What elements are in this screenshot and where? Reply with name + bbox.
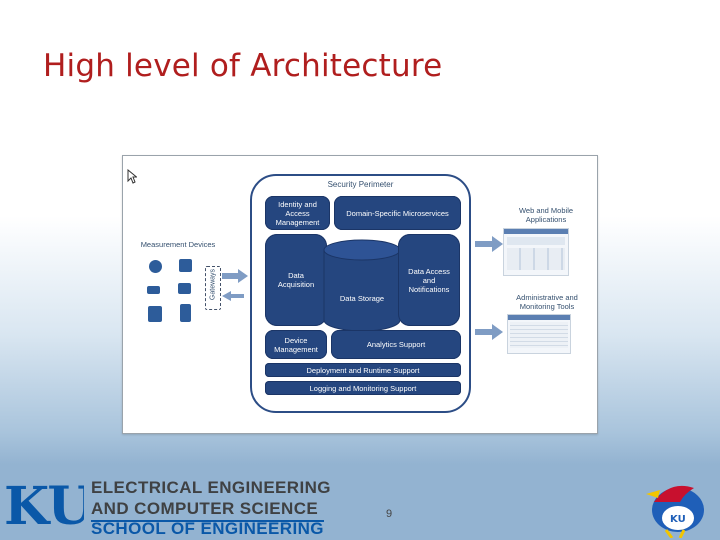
thermometer-device-icon [149, 260, 162, 273]
arrow-to-admin-tools-icon [475, 324, 503, 340]
footer-line-cs: AND COMPUTER SCIENCE [91, 499, 319, 518]
scale-device-icon [179, 259, 192, 272]
arrow-into-perimeter-icon [222, 269, 248, 283]
access-block-label: Data Access and Notifications [408, 266, 450, 294]
ku-logo-letters: KU [4, 476, 84, 532]
identity-access-management-block: Identity and Access Management [265, 196, 330, 230]
analytics-block-label: Analytics Support [366, 340, 426, 349]
gateways-box: Gateways [205, 266, 221, 310]
identity-block-label: Identity and Access Management [275, 199, 320, 227]
deployment-block-label: Deployment and Runtime Support [306, 365, 420, 375]
data-access-notifications-block: Data Access and Notifications [398, 234, 460, 326]
logging-block-label: Logging and Monitoring Support [309, 383, 417, 393]
camera-device-icon [147, 286, 160, 294]
security-perimeter: Security Perimeter Identity and Access M… [250, 174, 471, 413]
microservices-block-label: Domain-Specific Microservices [346, 208, 449, 218]
security-perimeter-label: Security Perimeter [327, 180, 394, 189]
acquisition-block-label: Data Acquisition [277, 271, 315, 289]
admin-monitoring-tools-label: Administrative and Monitoring Tools [516, 293, 578, 311]
ku-logo-icon: KU [4, 476, 84, 532]
footer-line-school: SCHOOL OF ENGINEERING [91, 519, 324, 538]
data-storage-label: Data Storage [339, 294, 385, 303]
fridge-device-icon [180, 304, 191, 322]
arrow-out-of-perimeter-icon [222, 291, 244, 301]
footer-divider [91, 520, 324, 522]
data-storage-cylinder-icon [323, 239, 401, 332]
mouse-cursor-icon [127, 169, 137, 184]
gateways-label: Gateways [209, 268, 217, 301]
device-management-label: Device Management [274, 335, 318, 354]
admin-tools-screenshot [507, 314, 571, 354]
page-number: 9 [386, 508, 393, 520]
meter-device-icon [148, 306, 162, 322]
arrow-to-web-apps-icon [475, 236, 503, 252]
slide-title: High level of Architecture [43, 48, 443, 84]
footer-line-ee: ELECTRICAL ENGINEERING [91, 478, 331, 497]
device-management-block: Device Management [265, 330, 327, 359]
jayhawk-mascot-icon: KU [646, 485, 704, 538]
measurement-devices-label: Measurement Devices [140, 240, 216, 249]
analytics-support-block: Analytics Support [331, 330, 461, 359]
logging-monitoring-block: Logging and Monitoring Support [265, 381, 461, 395]
data-acquisition-block: Data Acquisition [265, 234, 327, 326]
web-mobile-apps-label: Web and Mobile Applications [518, 206, 574, 224]
svg-text:KU: KU [670, 514, 686, 525]
domain-microservices-block: Domain-Specific Microservices [334, 196, 461, 230]
deployment-runtime-block: Deployment and Runtime Support [265, 363, 461, 377]
monitor-device-icon [178, 283, 191, 294]
web-apps-screenshot [503, 228, 569, 276]
architecture-diagram: Measurement Devices Gateways Security Pe… [122, 155, 598, 434]
